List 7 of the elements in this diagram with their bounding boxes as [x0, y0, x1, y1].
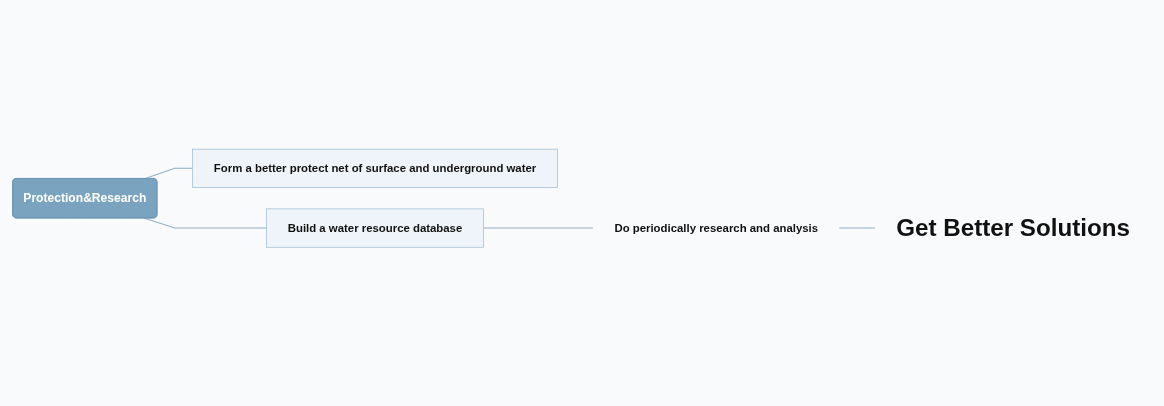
- node-box: Form a better protect net of surface and underground water: [192, 148, 558, 188]
- node-text: Get Better Solutions: [896, 214, 1130, 242]
- node-box: Build a water resource database: [266, 208, 484, 248]
- node-text: Do periodically research and analysis: [614, 221, 819, 234]
- connector: [144, 217, 267, 229]
- connector: [838, 227, 876, 229]
- connector: [483, 227, 594, 229]
